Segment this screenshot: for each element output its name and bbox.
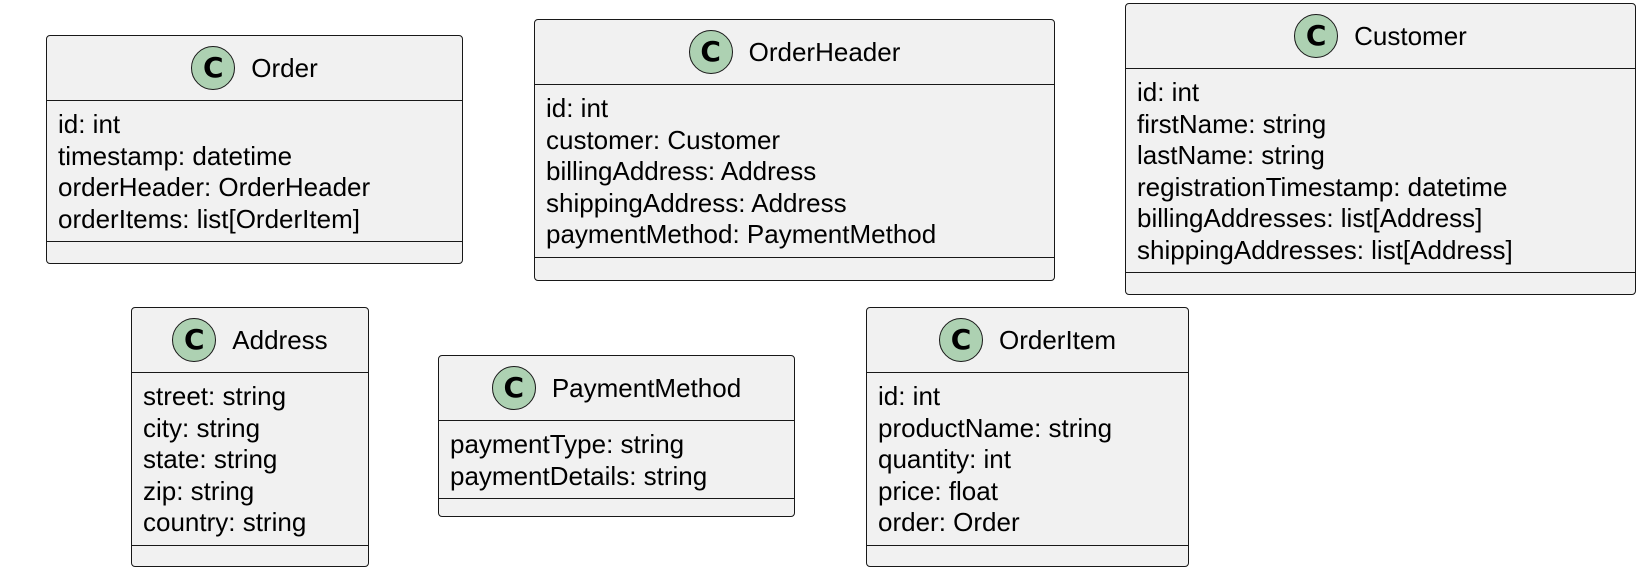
class-icon: C	[688, 30, 733, 74]
method-list	[867, 546, 1188, 560]
attribute: billingAddress: Address	[546, 156, 817, 186]
class-address: C Address street: string city: string st…	[131, 307, 369, 567]
method-list	[47, 242, 462, 256]
class-order-item: C OrderItem id: int productName: string …	[866, 307, 1189, 567]
attribute: price: float	[878, 475, 998, 506]
class-icon: C	[191, 46, 236, 90]
attribute: firstName: string	[1137, 108, 1327, 139]
attribute: lastName: string	[1137, 140, 1325, 170]
method-list	[535, 258, 1054, 272]
attribute: timestamp: datetime	[58, 140, 293, 171]
class-name: PaymentMethod	[551, 373, 742, 403]
attribute: orderItems: list[OrderItem]	[58, 203, 360, 234]
attribute: id: int	[58, 109, 121, 139]
attribute: shippingAddresses: list[Address]	[1137, 234, 1513, 265]
attribute: country: string	[143, 507, 307, 537]
class-order: C Order id: int timestamp: datetime orde…	[46, 35, 463, 264]
class-name: OrderItem	[998, 325, 1117, 355]
attribute: id: int	[1137, 77, 1200, 107]
class-name: Address	[232, 325, 328, 355]
class-payment-method: C PaymentMethod paymentType: string paym…	[438, 355, 795, 517]
attribute: productName: string	[878, 412, 1113, 443]
class-header: C PaymentMethod	[439, 356, 794, 421]
attribute: billingAddresses: list[Address]	[1137, 203, 1483, 233]
attribute-list: paymentType: string paymentDetails: stri…	[439, 421, 794, 499]
attribute: paymentMethod: PaymentMethod	[546, 219, 937, 249]
class-icon: C	[938, 318, 983, 362]
class-header: C Order	[47, 36, 462, 101]
attribute: quantity: int	[878, 444, 1011, 474]
attribute: street: string	[143, 381, 287, 411]
attribute: city: string	[143, 412, 261, 443]
attribute: paymentType: string	[450, 429, 685, 459]
method-list	[439, 499, 794, 513]
attribute: orderHeader: OrderHeader	[58, 172, 371, 202]
attribute: registrationTimestamp: datetime	[1137, 171, 1508, 202]
class-icon: C	[491, 366, 536, 410]
class-icon: C	[172, 318, 217, 362]
attribute: customer: Customer	[546, 124, 781, 155]
attribute: state: string	[143, 444, 278, 474]
attribute: id: int	[546, 93, 609, 123]
attribute-list: id: int productName: string quantity: in…	[867, 373, 1188, 546]
class-header: C OrderItem	[867, 308, 1188, 373]
attribute-list: id: int timestamp: datetime orderHeader:…	[47, 101, 462, 242]
attribute-list: street: string city: string state: strin…	[132, 373, 368, 546]
class-name: Customer	[1354, 21, 1467, 51]
class-header: C Address	[132, 308, 368, 373]
method-list	[132, 546, 368, 560]
attribute-list: id: int firstName: string lastName: stri…	[1126, 69, 1635, 273]
attribute: zip: string	[143, 475, 255, 506]
class-customer: C Customer id: int firstName: string las…	[1125, 3, 1636, 295]
attribute-list: id: int customer: Customer billingAddres…	[535, 85, 1054, 258]
attribute: shippingAddress: Address	[546, 187, 847, 218]
method-list	[1126, 273, 1635, 287]
class-icon: C	[1294, 14, 1339, 58]
class-name: OrderHeader	[748, 37, 901, 67]
class-header: C OrderHeader	[535, 20, 1054, 85]
attribute: paymentDetails: string	[450, 460, 708, 491]
attribute: id: int	[878, 381, 941, 411]
class-header: C Customer	[1126, 4, 1635, 69]
class-name: Order	[251, 53, 318, 83]
attribute: order: Order	[878, 507, 1020, 537]
class-order-header: C OrderHeader id: int customer: Customer…	[534, 19, 1055, 281]
